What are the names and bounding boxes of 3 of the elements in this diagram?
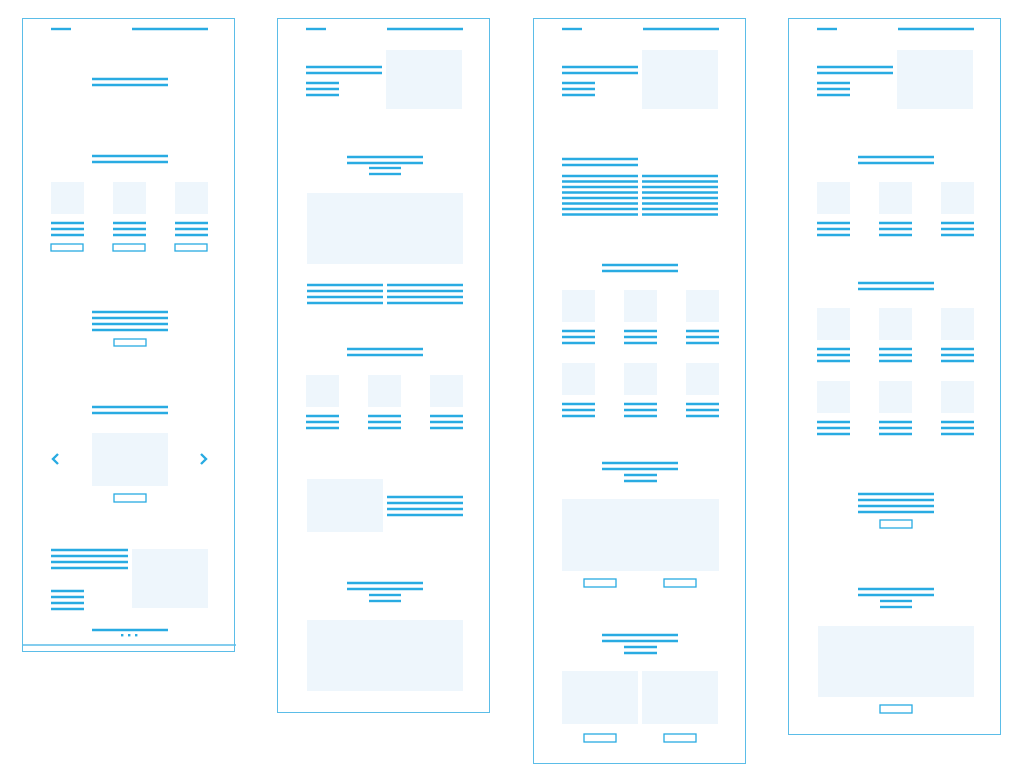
page-frame [533, 18, 746, 764]
page-frame [277, 18, 490, 713]
page-frame [788, 18, 1001, 735]
